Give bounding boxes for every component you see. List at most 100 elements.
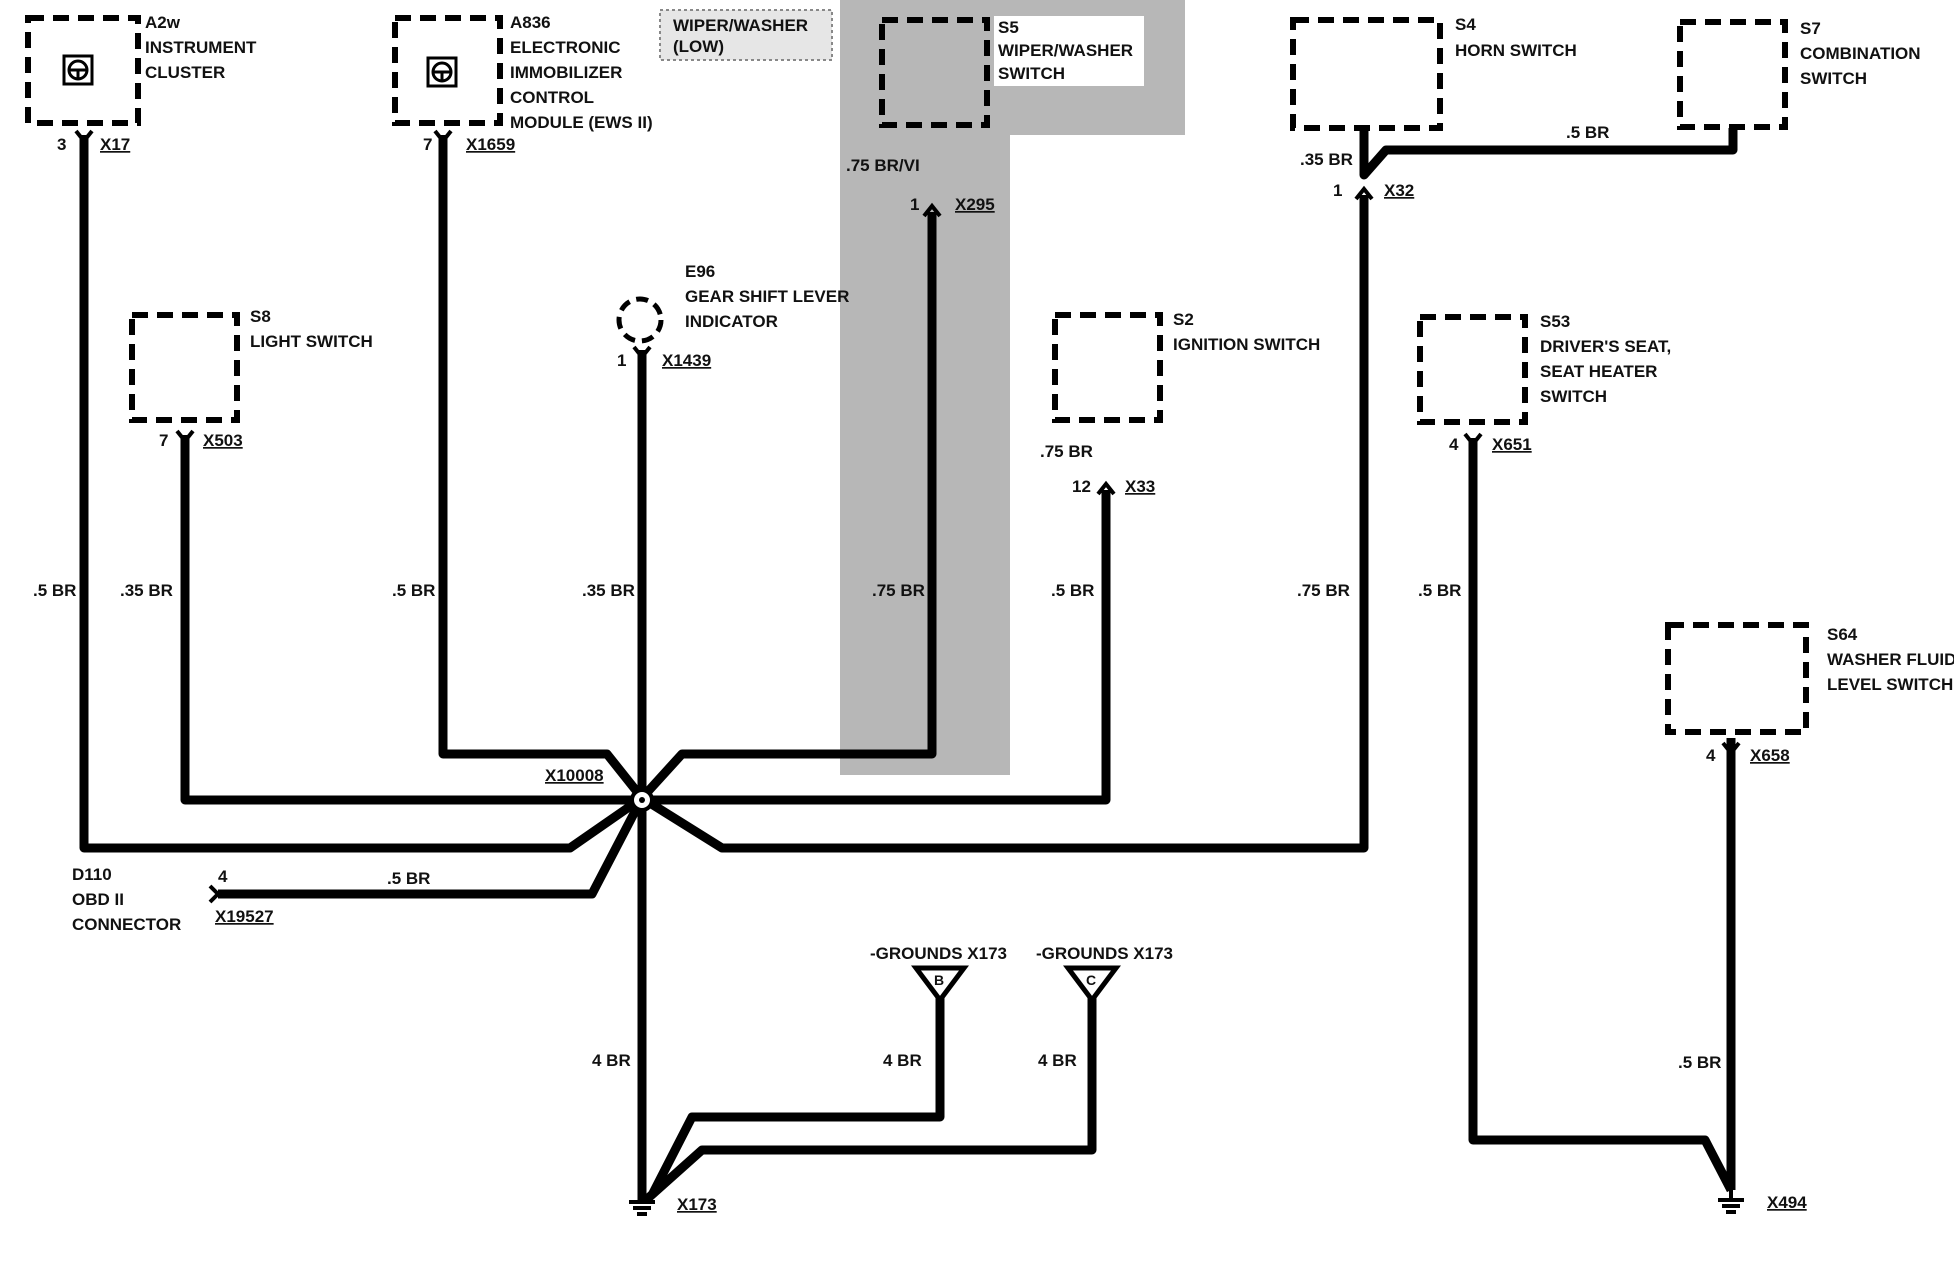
wire-label-a836: .5 BR — [392, 581, 435, 600]
wire-label-s2: .5 BR — [1051, 581, 1094, 600]
ground-icon — [1718, 1188, 1744, 1214]
s2-wire: .75 BR — [1040, 442, 1093, 461]
x32-pin: 1 — [1333, 181, 1342, 200]
s53-ref: S53 — [1540, 312, 1570, 331]
wires — [79, 128, 1738, 1204]
highlight-label-line-1: WIPER/WASHER — [673, 16, 808, 35]
a836-connector: X1659 — [466, 135, 515, 154]
wire-label-s4: .75 BR — [1297, 581, 1350, 600]
ground-c: -GROUNDS X173 C — [1036, 944, 1173, 1005]
s5-name-1: WIPER/WASHER — [998, 41, 1133, 60]
splice-center-dot — [639, 797, 645, 803]
e96-name-1: GEAR SHIFT LEVER — [685, 287, 849, 306]
wire-s53-x651 — [1468, 438, 1735, 1193]
steering-wheel-icon — [426, 56, 458, 88]
s5-connector: X295 — [955, 195, 995, 214]
component-s4: S4 HORN SWITCH .35 BR 1 X32 — [1290, 15, 1577, 200]
ground-c-triangle — [1063, 965, 1121, 1005]
wire-s5-x295 — [638, 212, 937, 802]
s5-wire: .75 BR/VI — [846, 156, 920, 175]
s2-box — [1052, 312, 1163, 423]
s64-pin: 4 — [1706, 746, 1716, 765]
arrow-x658 — [1721, 741, 1741, 757]
a836-name-1: ELECTRONIC — [510, 38, 621, 57]
component-s64: S64 WASHER FLUID LEVEL SWITCH 4 X658 — [1665, 622, 1954, 765]
a2w-name-1: INSTRUMENT — [145, 38, 257, 57]
steering-wheel-icon — [62, 54, 94, 86]
s7-name-2: SWITCH — [1800, 69, 1867, 88]
wire-label-ground-b: 4 BR — [883, 1051, 922, 1070]
s4-ref: S4 — [1455, 15, 1476, 34]
wire-label-s53: .5 BR — [1418, 581, 1461, 600]
ground-x173: X173 — [629, 1190, 717, 1216]
component-s53: S53 DRIVER'S SEAT, SEAT HEATER SWITCH 4 … — [1417, 312, 1671, 454]
splice-connector-label: X10008 — [545, 766, 604, 785]
wire-label-a2w: .5 BR — [33, 581, 76, 600]
wiper-washer-highlight — [840, 0, 1185, 775]
wire-ground-b — [647, 995, 945, 1198]
s2-ref: S2 — [1173, 310, 1194, 329]
wire-label-ground-c: 4 BR — [1038, 1051, 1077, 1070]
s8-box — [129, 312, 240, 423]
arrow-x295 — [922, 202, 942, 218]
s64-name-1: WASHER FLUID — [1827, 650, 1954, 669]
a836-name-2: IMMOBILIZER — [510, 63, 622, 82]
wire-ground-c — [643, 995, 1097, 1204]
arrow-x1439 — [632, 345, 652, 361]
s8-pin: 7 — [159, 431, 168, 450]
component-s7: S7 COMBINATION SWITCH .5 BR — [1566, 19, 1921, 142]
wire-a836-x1659 — [438, 135, 646, 801]
component-s5: S5 WIPER/WASHER SWITCH .75 BR/VI 1 X295 — [846, 16, 1144, 214]
s53-box — [1417, 314, 1528, 425]
wire-label-s5: .75 BR — [872, 581, 925, 600]
s5-pin: 1 — [910, 195, 919, 214]
ground-icon — [629, 1190, 655, 1216]
a2w-name-2: CLUSTER — [145, 63, 225, 82]
d110-wire: .5 BR — [387, 869, 430, 888]
highlight-label-line-2: (LOW) — [673, 37, 724, 56]
component-e96: E96 GEAR SHIFT LEVER INDICATOR 1 X1439 — [616, 262, 849, 370]
wire-label-s8: .35 BR — [120, 581, 173, 600]
s2-pin: 12 — [1072, 477, 1091, 496]
d110-connector: X19527 — [215, 907, 274, 926]
s5-box — [879, 17, 990, 128]
s8-connector: X503 — [203, 431, 243, 450]
component-a836: A836 ELECTRONIC IMMOBILIZER CONTROL MODU… — [392, 13, 653, 154]
wire-labels: .5 BR .35 BR .5 BR .35 BR .75 BR .5 BR .… — [33, 581, 1721, 1072]
a2w-ref: A2w — [145, 13, 181, 32]
wire-label-e96: .35 BR — [582, 581, 635, 600]
ground-x494: X494 — [1718, 1188, 1807, 1214]
s64-box — [1665, 622, 1809, 735]
a2w-box — [25, 15, 141, 126]
e96-connector: X1439 — [662, 351, 711, 370]
wire-s4-x32 — [639, 195, 1369, 853]
wire-s8-x503 — [180, 435, 642, 805]
d110-connector-arrow — [208, 884, 221, 904]
s4-name-1: HORN SWITCH — [1455, 41, 1577, 60]
s64-name-2: LEVEL SWITCH — [1827, 675, 1953, 694]
x173-connector: X173 — [677, 1195, 717, 1214]
s2-connector: X33 — [1125, 477, 1155, 496]
s53-name-2: SEAT HEATER — [1540, 362, 1657, 381]
s5-label-bg — [994, 16, 1144, 86]
e96-indicator — [616, 296, 664, 344]
e96-name-2: INDICATOR — [685, 312, 778, 331]
a836-name-3: CONTROL — [510, 88, 594, 107]
a836-name-4: MODULE (EWS II) — [510, 113, 653, 132]
component-d110: D110 OBD II CONNECTOR 4 X19527 .5 BR — [72, 865, 430, 934]
d110-name-2: CONNECTOR — [72, 915, 181, 934]
x494-connector: X494 — [1767, 1193, 1807, 1212]
e96-ref: E96 — [685, 262, 715, 281]
s7-name-1: COMBINATION — [1800, 44, 1921, 63]
connector-arrows — [74, 129, 1741, 757]
s53-pin: 4 — [1449, 435, 1459, 454]
a2w-pin: 3 — [57, 135, 66, 154]
ground-c-letter: C — [1086, 972, 1096, 988]
s2-name-1: IGNITION SWITCH — [1173, 335, 1320, 354]
arrow-x17 — [74, 129, 94, 145]
a836-box — [392, 15, 503, 126]
s53-connector: X651 — [1492, 435, 1532, 454]
arrow-x32 — [1354, 185, 1374, 201]
wire-s2-x33 — [642, 490, 1111, 805]
ground-b-triangle — [911, 965, 969, 1005]
